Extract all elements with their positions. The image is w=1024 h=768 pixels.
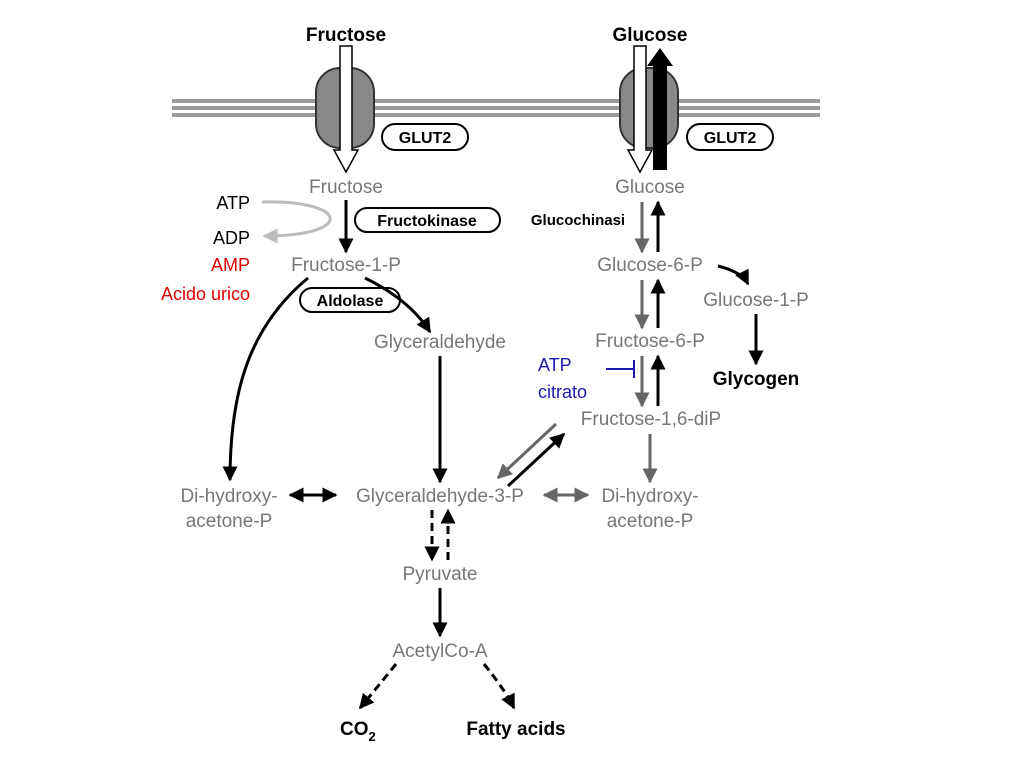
glucose-1-p-label: Glucose-1-P — [703, 290, 809, 311]
co2-text: CO — [340, 719, 369, 740]
atp-inhibitor-label: ATP — [538, 355, 572, 375]
glyceraldehyde-label: Glyceraldehyde — [374, 332, 506, 353]
glucochinasi-label: Glucochinasi — [531, 212, 625, 229]
fructose-label: Fructose — [309, 177, 383, 198]
arrow-acetylcoa-to-fatty-acids — [482, 663, 516, 710]
dhap-left-label-line2: acetone-P — [186, 511, 273, 532]
fructose-6-p-label: Fructose-6-P — [595, 331, 705, 352]
glucose-6-p-label: Glucose-6-P — [597, 255, 703, 276]
citrate-inhibitor-label: citrato — [538, 382, 587, 402]
fructose-extracellular-label: Fructose — [306, 25, 386, 46]
fructose-1-p-label: Fructose-1-P — [291, 255, 401, 276]
glut2-pill-left — [381, 123, 469, 151]
glucose-label: Glucose — [615, 177, 685, 198]
dhap-right-label-line2: acetone-P — [607, 511, 694, 532]
acetylcoa-label: AcetylCo-A — [392, 641, 487, 662]
glut2-label-right: GLUT2 — [704, 130, 757, 147]
glut2-label-left: GLUT2 — [399, 130, 452, 147]
arrow-g6p-to-g1p — [717, 264, 750, 286]
glucose-extracellular-label: Glucose — [613, 25, 688, 46]
arrow-g3p-to-f16dip — [506, 432, 566, 488]
fructokinase-label: Fructokinase — [377, 213, 477, 230]
inhibition-symbol — [606, 360, 635, 378]
pyruvate-label: Pyruvate — [403, 564, 478, 585]
co2-label: CO2 — [340, 719, 376, 744]
arrow-f16dip-to-g3p — [496, 422, 558, 480]
glycogen-label: Glycogen — [713, 369, 800, 390]
glut2-transporter-right — [619, 67, 679, 149]
atp-adp-arrow — [261, 200, 332, 244]
glyceraldehyde-3-p-label: Glyceraldehyde-3-P — [356, 486, 524, 507]
dhap-right-label-line1: Di-hydroxy- — [601, 486, 698, 507]
glucose-entry-arrow — [626, 45, 654, 174]
cell-membrane — [172, 99, 820, 117]
fructose-16-dip-label: Fructose-1,6-diP — [581, 409, 721, 430]
fatty-acids-label: Fatty acids — [466, 719, 565, 740]
adp-cofactor-label: ADP — [213, 228, 250, 248]
glucose-export-arrow — [647, 48, 673, 170]
arrow-f1p-to-dhap-left — [222, 276, 309, 482]
arrow-f1p-to-glyceraldehyde — [364, 276, 432, 334]
co2-subscript: 2 — [369, 729, 376, 744]
arrow-acetylcoa-to-co2 — [358, 663, 398, 710]
amp-label: AMP — [211, 255, 250, 275]
fructose-entry-arrow — [332, 45, 360, 174]
atp-cofactor-label: ATP — [216, 193, 250, 213]
glut2-pill-right — [686, 123, 774, 151]
aldolase-label: Aldolase — [317, 293, 384, 310]
dhap-left-label-line1: Di-hydroxy- — [180, 486, 277, 507]
fructokinase-pill — [354, 207, 501, 233]
uric-acid-label: Acido urico — [161, 284, 250, 304]
